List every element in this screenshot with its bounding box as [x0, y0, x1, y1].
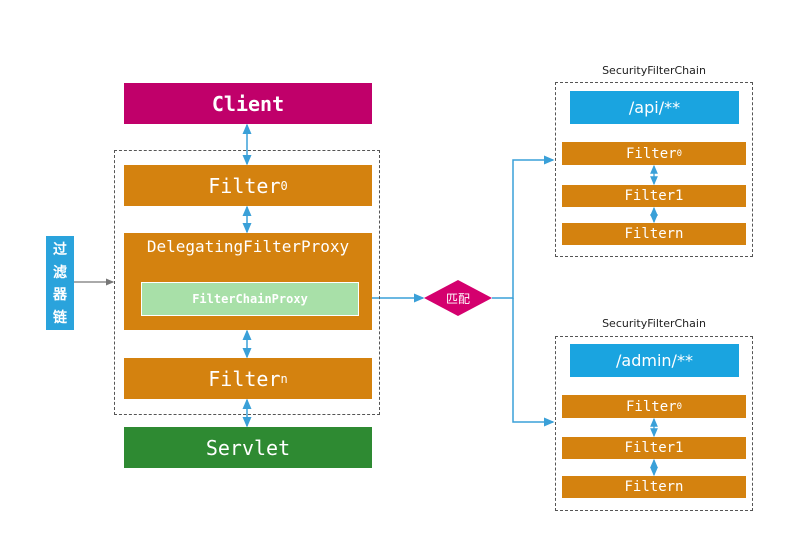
side-label-char: 过	[53, 241, 67, 258]
chain1-container	[555, 82, 753, 257]
chain2-filter0-subscript: 0	[676, 401, 682, 412]
chain1-filter1-label: Filter1	[624, 188, 684, 204]
side-label-char: 链	[53, 310, 67, 327]
filter-chain-proxy-label: FilterChainProxy	[192, 292, 308, 306]
chain2-filter1-label: Filter1	[624, 440, 684, 456]
match-chain1-arrow	[492, 155, 555, 299]
filtern-label: Filter	[208, 366, 281, 391]
filter-chain-proxy-box: FilterChainProxy	[141, 282, 359, 316]
filter-chain-container	[114, 150, 380, 415]
side-label-char: 滤	[53, 264, 67, 281]
chain1-filter0-subscript: 0	[676, 148, 682, 159]
servlet-box: Servlet	[124, 427, 372, 468]
chain2-filter1-box: Filter1	[562, 437, 746, 459]
chain1-title: SecurityFilterChain	[602, 64, 706, 77]
filter0-subscript: 0	[280, 178, 288, 193]
chain1-pattern-label: /api/**	[628, 98, 681, 117]
chain2-pattern-label: /admin/**	[616, 351, 693, 370]
chain1-filtern-label: Filtern	[624, 226, 684, 242]
chain1-filtern-box: Filtern	[562, 223, 746, 245]
client-box: Client	[124, 83, 372, 124]
chain2-filtern-label: Filtern	[624, 479, 684, 495]
chain1-filter0-label: Filter	[626, 145, 677, 162]
delegating-filter-proxy-box: DelegatingFilterProxy FilterChainProxy	[124, 233, 372, 330]
client-label: Client	[211, 91, 285, 116]
chain2-filtern-box: Filtern	[562, 476, 746, 498]
match-chain2-arrow	[512, 298, 555, 427]
chain2-filter0-label: Filter	[626, 398, 677, 415]
chain1-filter1-box: Filter1	[562, 185, 746, 207]
chain2-pattern-box: /admin/**	[570, 344, 739, 377]
side-label-char: 器	[53, 287, 67, 304]
delegating-filter-proxy-label: DelegatingFilterProxy	[146, 237, 350, 256]
match-label: 匹配	[445, 291, 470, 306]
chain2-title: SecurityFilterChain	[602, 317, 706, 330]
chain2-container	[555, 336, 753, 511]
filtern-subscript: n	[280, 371, 288, 386]
chain1-pattern-box: /api/**	[570, 91, 739, 124]
filter0-label: Filter	[208, 173, 281, 198]
filter-chain-side-label: 过 滤 器 链	[46, 236, 74, 330]
servlet-label: Servlet	[205, 435, 291, 460]
match-diamond	[424, 280, 492, 316]
